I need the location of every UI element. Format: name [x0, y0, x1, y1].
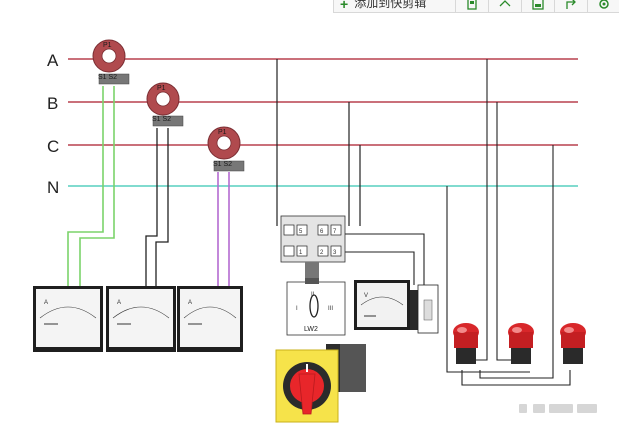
ct-b-wire-s2 — [155, 128, 169, 286]
lamp-b-feed — [496, 102, 518, 361]
indicator-lamp-a — [453, 323, 479, 364]
ct-c-primary-label: P1 — [218, 129, 227, 136]
lamp-c-feed — [479, 145, 554, 379]
switch-position-iii: III — [328, 306, 333, 312]
share-icon — [566, 0, 576, 9]
add-to-clip-label: 添加到快剪辑 — [354, 0, 427, 10]
switch-position-i: I — [296, 306, 298, 312]
add-to-clip-button[interactable]: + 添加到快剪辑 — [334, 0, 455, 12]
voltmeter-glyph: V — [364, 293, 368, 299]
terminal-5: 5 — [299, 229, 303, 235]
save-icon — [532, 0, 544, 10]
terminal-1: 1 — [299, 250, 303, 256]
settings-button[interactable] — [586, 0, 619, 12]
ct-b-wire-s1 — [145, 128, 158, 286]
current-transformer-b: P1 S1 S2 — [146, 82, 184, 127]
indicator-lamp-b — [508, 323, 534, 364]
ammeter-b-glyph: A — [117, 300, 121, 306]
ct-c-secondary-label: S1 S2 — [213, 161, 232, 168]
indicator-lamp-c — [560, 323, 586, 364]
current-transformer-a: P1 S1 S2 — [92, 39, 130, 85]
current-transformer-c: P1 S1 S2 — [207, 126, 245, 172]
ct-a-secondary-label: S1 S2 — [98, 74, 117, 81]
save-button[interactable] — [520, 0, 554, 12]
phase-label-a: A — [47, 51, 59, 70]
watermark — [519, 400, 599, 416]
lamp-a-feed — [462, 59, 488, 361]
switch-position-ii: II — [311, 292, 315, 298]
switch-label: LW2 — [304, 326, 318, 333]
ct-a-wire-s1 — [67, 86, 104, 286]
ct-a-primary-label: P1 — [103, 42, 112, 49]
ct-b-secondary-label: S1 S2 — [152, 116, 171, 123]
settings-icon — [599, 0, 609, 9]
terminal-7: 7 — [333, 229, 337, 235]
terminal-3: 3 — [333, 250, 337, 256]
switch-to-voltmeter-wire-2 — [343, 251, 415, 285]
switch-to-voltmeter-wire-1 — [343, 233, 425, 285]
phase-label-b: B — [47, 94, 58, 113]
lw2-switch-terminals: 5 6 7 1 2 3 — [280, 215, 346, 280]
phase-label-n: N — [47, 178, 59, 197]
ammeter-a-glyph: A — [44, 300, 48, 306]
ammeter-b: A — [106, 286, 176, 352]
terminal-2: 2 — [320, 250, 324, 256]
copy-button[interactable] — [454, 0, 488, 12]
phase-label-c: C — [47, 137, 59, 156]
ammeter-c-glyph: A — [188, 300, 192, 306]
share-button[interactable] — [553, 0, 587, 12]
voltmeter: V — [354, 280, 439, 334]
copy-icon — [467, 0, 477, 10]
expand-icon — [499, 0, 511, 7]
expand-button[interactable] — [487, 0, 521, 12]
ammeter-a: A — [33, 286, 103, 352]
lw2-switch-faceplate: I II III LW2 — [286, 278, 346, 336]
lamp-neutral-wire — [446, 186, 530, 373]
ct-b-primary-label: P1 — [157, 85, 166, 92]
plus-icon: + — [340, 0, 349, 12]
terminal-6: 6 — [320, 229, 324, 235]
ct-a-wire-s2 — [79, 86, 115, 286]
lamp-common-wire — [461, 370, 571, 386]
ammeter-c: A — [177, 286, 243, 352]
rotary-selector-switch — [275, 344, 366, 423]
floating-toolbar: + 添加到快剪辑 — [333, 0, 619, 13]
